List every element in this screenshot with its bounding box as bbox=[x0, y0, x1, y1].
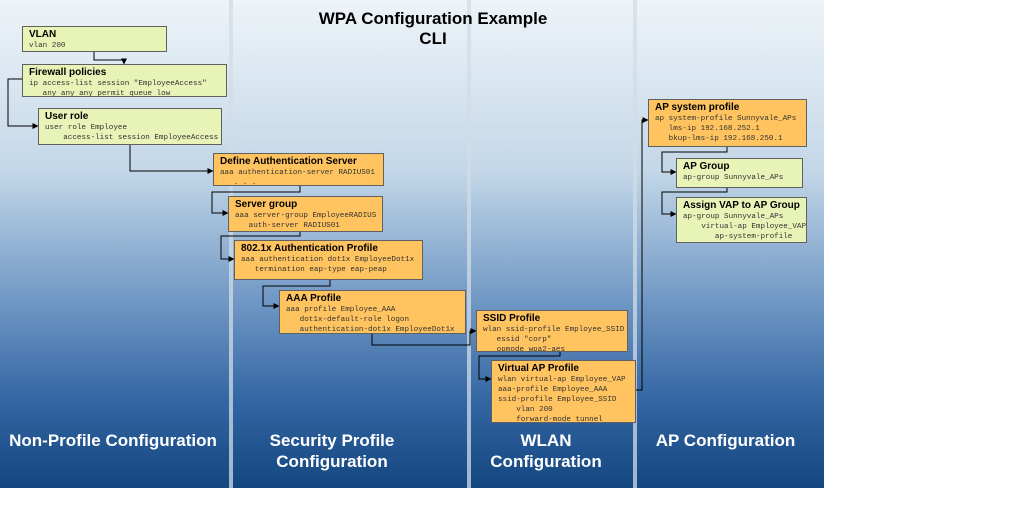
arrow-server-group-to-dot1x bbox=[220, 232, 301, 262]
firewall-policies-box: Firewall policies ip access-list session… bbox=[22, 64, 227, 97]
arrow-ssid-to-vap bbox=[478, 352, 561, 382]
vlan-box-code: vlan 200 bbox=[29, 42, 66, 50]
server-group-code: aaa server-group EmployeeRADIUS auth-ser… bbox=[235, 212, 377, 230]
dot1x-auth-profile-code: aaa authentication dot1x EmployeeDot1x t… bbox=[241, 256, 415, 274]
auth-server-title: Define Authentication Server bbox=[220, 156, 357, 167]
diagram-canvas: WPA Configuration Example CLI VLAN vlan … bbox=[0, 0, 824, 488]
arrow-vlan-to-firewall bbox=[93, 52, 127, 65]
title-line-1: WPA Configuration Example bbox=[318, 9, 548, 28]
connector-lines bbox=[7, 52, 728, 391]
ap-system-profile-code: ap system-profile Sunnyvale_APs lms-ip 1… bbox=[655, 115, 797, 143]
arrow-ap-system-to-ap-group bbox=[661, 147, 728, 175]
ap-group-title: AP Group bbox=[683, 161, 730, 172]
arrow-user-role-to-auth-server bbox=[129, 145, 214, 174]
auth-server-box: Define Authentication Server aaa authent… bbox=[213, 153, 384, 186]
dot1x-auth-profile-box: 802.1x Authentication Profile aaa authen… bbox=[234, 240, 423, 280]
column-label-security-line-2: Configuration bbox=[276, 452, 388, 471]
server-group-title: Server group bbox=[235, 199, 298, 210]
arrow-firewall-to-user-role bbox=[7, 78, 39, 129]
column-label-security-line-1: Security Profile bbox=[269, 431, 395, 450]
column-divider bbox=[633, 0, 637, 488]
column-label-ap: AP Configuration bbox=[655, 431, 796, 450]
arrow-auth-server-to-server-group bbox=[211, 186, 301, 216]
vlan-box: VLAN vlan 200 bbox=[22, 26, 167, 52]
column-label-non-profile: Non-Profile Configuration bbox=[9, 431, 217, 450]
ap-group-code: ap-group Sunnyvale_APs bbox=[683, 174, 784, 182]
vlan-box-title: VLAN bbox=[29, 29, 57, 40]
arrow-aaa-profile-to-ssid bbox=[371, 328, 477, 346]
column-label-wlan-line-1: WLAN bbox=[520, 431, 572, 450]
assign-vap-box: Assign VAP to AP Group ap-group Sunnyval… bbox=[676, 197, 807, 243]
virtual-ap-profile-title: Virtual AP Profile bbox=[498, 363, 579, 374]
dot1x-auth-profile-title: 802.1x Authentication Profile bbox=[241, 243, 378, 254]
assign-vap-title: Assign VAP to AP Group bbox=[683, 200, 800, 211]
arrow-vap-to-ap-system bbox=[636, 117, 649, 391]
arrow-dot1x-to-aaa-profile bbox=[262, 280, 331, 309]
firewall-policies-title: Firewall policies bbox=[29, 67, 107, 78]
column-label-wlan-line-2: Configuration bbox=[490, 452, 602, 471]
arrow-ap-group-to-assign-vap bbox=[661, 188, 728, 217]
ssid-profile-title: SSID Profile bbox=[483, 313, 541, 324]
column-label-wlan: WLAN Configuration bbox=[471, 430, 621, 472]
column-divider bbox=[467, 0, 471, 488]
ap-system-profile-title: AP system profile bbox=[655, 102, 740, 113]
ssid-profile-box: SSID Profile wlan ssid-profile Employee_… bbox=[476, 310, 628, 352]
user-role-code: user role Employee access-list session E… bbox=[45, 124, 219, 142]
virtual-ap-profile-box: Virtual AP Profile wlan virtual-ap Emplo… bbox=[491, 360, 636, 423]
user-role-box: User role user role Employee access-list… bbox=[38, 108, 222, 145]
ap-group-box: AP Group ap-group Sunnyvale_APs bbox=[676, 158, 803, 188]
auth-server-code: aaa authentication-server RADIUS01 . . . bbox=[220, 169, 375, 186]
ap-system-profile-box: AP system profile ap system-profile Sunn… bbox=[648, 99, 807, 147]
diagram-title: WPA Configuration Example CLI bbox=[283, 9, 583, 49]
column-label-security-profile: Security Profile Configuration bbox=[232, 430, 432, 472]
ssid-profile-code: wlan ssid-profile Employee_SSID essid "c… bbox=[483, 326, 625, 352]
assign-vap-code: ap-group Sunnyvale_APs virtual-ap Employ… bbox=[683, 213, 807, 241]
firewall-policies-code: ip access-list session "EmployeeAccess" … bbox=[29, 80, 207, 97]
user-role-title: User role bbox=[45, 111, 89, 122]
aaa-profile-title: AAA Profile bbox=[286, 293, 342, 304]
server-group-box: Server group aaa server-group EmployeeRA… bbox=[228, 196, 383, 232]
title-line-2: CLI bbox=[419, 29, 447, 48]
aaa-profile-box: AAA Profile aaa profile Employee_AAA dot… bbox=[279, 290, 466, 334]
column-divider bbox=[229, 0, 233, 488]
virtual-ap-profile-code: wlan virtual-ap Employee_VAP aaa-profile… bbox=[498, 376, 626, 423]
aaa-profile-code: aaa profile Employee_AAA dot1x-default-r… bbox=[286, 306, 455, 334]
